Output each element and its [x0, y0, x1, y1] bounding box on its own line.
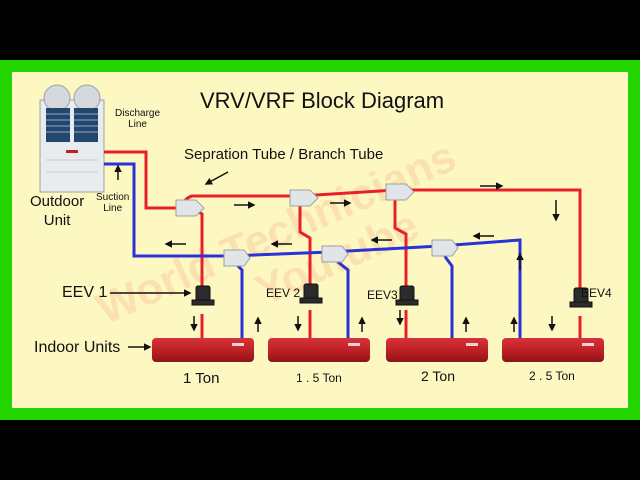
indoor-unit-4: [502, 338, 604, 362]
eev-2-label: EEV 2: [266, 286, 301, 300]
indoor-unit-2: [268, 338, 370, 362]
branch-tube-icons: [175, 183, 459, 267]
capacity-label-2: 1 . 5 Ton: [296, 371, 342, 385]
flow-arrows: [110, 164, 560, 351]
capacity-label-3: 2 Ton: [421, 368, 455, 384]
indoor-unit-1: [152, 338, 254, 362]
eev-3-label: EEV3: [367, 288, 398, 302]
eev-1-label: EEV 1: [62, 284, 108, 301]
indoor-units-label: Indoor Units: [34, 339, 121, 356]
diagram-title: VRV/VRF Block Diagram: [200, 88, 445, 113]
outdoor-unit-label: Outdoor Unit: [30, 193, 85, 229]
branch-tube-label: Sepration Tube / Branch Tube: [184, 146, 384, 163]
capacity-label-1: 1 Ton: [183, 370, 220, 387]
capacity-label-4: 2 . 5 Ton: [529, 369, 575, 383]
eev-valve-icons: [191, 283, 593, 308]
suction-line-label: Suction Line: [96, 192, 130, 214]
discharge-line-label: Discharge Line: [115, 108, 161, 130]
indoor-unit-3: [386, 338, 488, 362]
outdoor-unit-icon: [39, 84, 105, 193]
eev-4-label: EEV4: [581, 286, 612, 300]
discharge-line: [104, 150, 582, 338]
